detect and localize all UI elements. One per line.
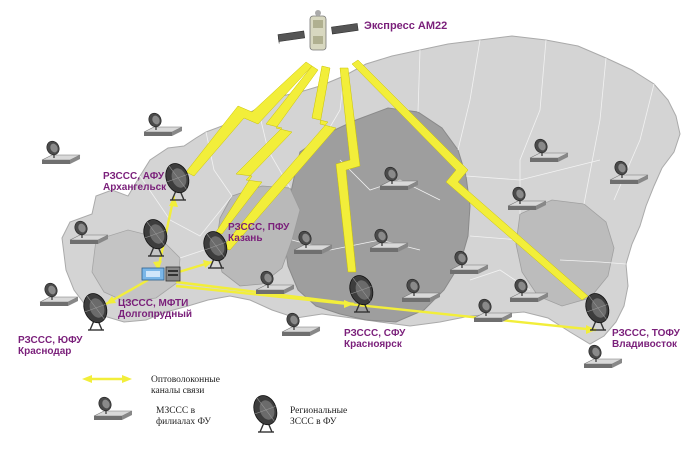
satellite-link-arkhangelsk [185, 61, 313, 177]
legend-rzsss-label: Региональные ЗССС в ФУ [290, 406, 347, 428]
station-label-line2: Долгопрудный [118, 309, 193, 320]
station-label-arkhangelsk: РЗССС, АФУ Архангельск [103, 171, 166, 193]
station-label-line1: ЦЗССС, МФТИ [118, 298, 189, 309]
central-hub-icon [141, 266, 181, 282]
satellite-label: Экспресс АМ22 [364, 20, 448, 32]
station-label-line1: РЗССС, ЮФУ [18, 335, 83, 346]
legend-line1: Оптоволоконные [151, 375, 220, 385]
station-label-line2: Владивосток [612, 339, 678, 350]
fiber-arrowheads [106, 196, 596, 334]
satellite-icon [277, 10, 359, 51]
satellite-link-krasnoyarsk [335, 67, 361, 273]
station-label-vladivostok: РЗССС, ТОФУ Владивосток [612, 328, 680, 350]
station-label-line2: Архангельск [103, 182, 167, 193]
small-dish-icon [93, 394, 133, 421]
satellite-link-vladivostok [351, 59, 589, 301]
legend-graphics [82, 375, 282, 433]
station-label-line2: Красноярск [344, 339, 402, 350]
legend-fiber-label: Оптоволоконные каналы связи [151, 375, 220, 397]
small-dish-icon [143, 110, 183, 137]
station-label-line1: РЗССС, ПФУ [228, 222, 290, 233]
station-label-line2: Казань [228, 233, 263, 244]
station-label-line1: РЗССС, ТОФУ [612, 328, 680, 339]
large-dish-icon [249, 391, 282, 433]
legend-line2: ЗССС в ФУ [290, 417, 337, 427]
satellite-link-moscow [215, 65, 319, 235]
satellite-link-kazan [221, 65, 337, 251]
legend-line2: каналы связи [151, 386, 205, 396]
station-label-line2: Краснодар [18, 346, 72, 357]
station-label-line1: РЗССС, СФУ [344, 328, 406, 339]
station-label-line1: РЗССС, АФУ [103, 171, 165, 182]
station-label-krasnodar: РЗССС, ЮФУ Краснодар [18, 335, 82, 357]
legend-line2: филиалах ФУ [156, 417, 211, 427]
station-label-krasnoyarsk: РЗССС, СФУ Красноярск [344, 328, 405, 350]
station-label-kazan: РЗССС, ПФУ Казань [228, 222, 289, 244]
legend-line1: МЗССС в [156, 406, 196, 416]
legend-mzsss-label: МЗССС в филиалах ФУ [156, 406, 211, 428]
satellite-links [185, 59, 589, 301]
legend-line1: Региональные [290, 406, 348, 416]
far-east-region-shape [515, 199, 615, 307]
station-label-dolgoprudny: ЦЗССС, МФТИ Долгопрудный [118, 298, 192, 320]
fiber-link-vladivostok [175, 284, 597, 332]
small-dish-icon [41, 138, 81, 165]
